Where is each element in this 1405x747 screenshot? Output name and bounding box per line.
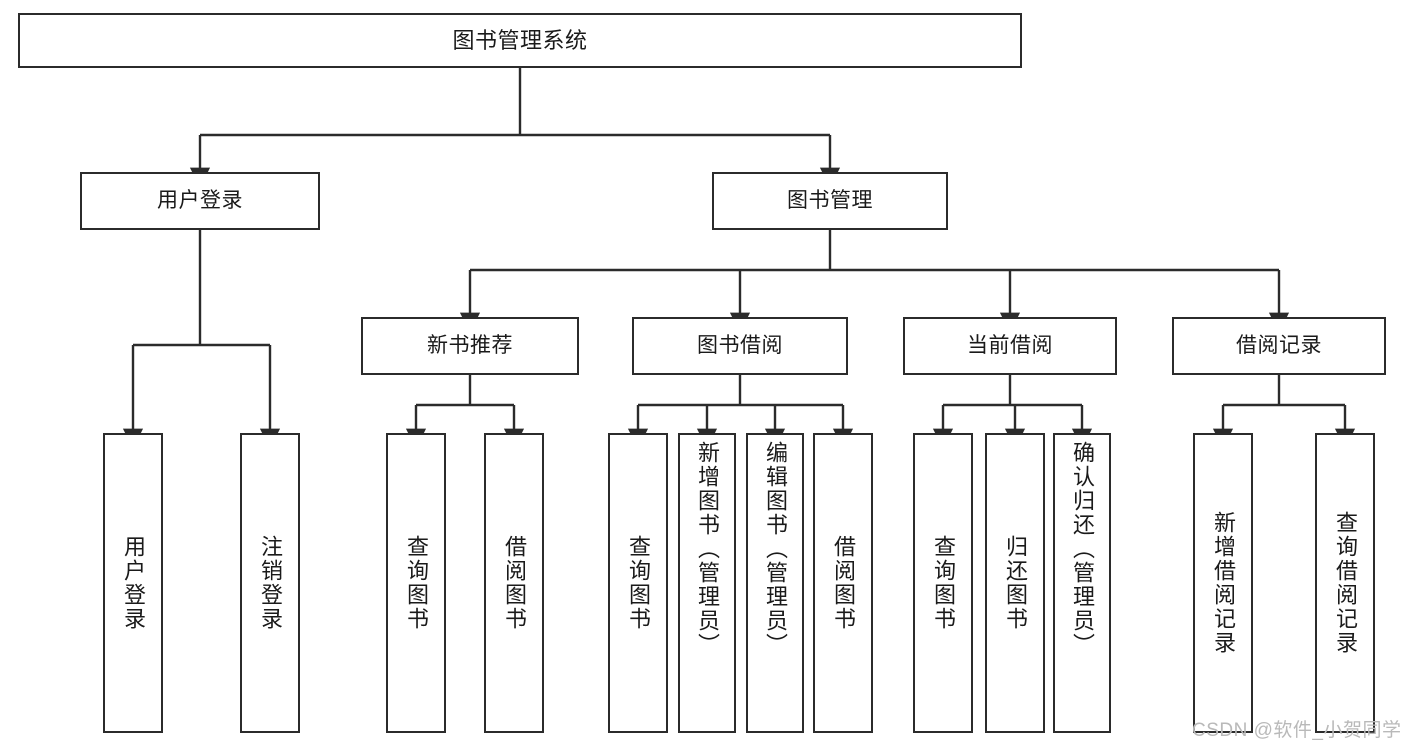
node-label: 注销登录 xyxy=(258,535,283,631)
node-leaf-user-logout: 注销登录 xyxy=(240,433,300,733)
node-leaf-query-book-3: 查询图书 xyxy=(913,433,973,733)
node-label: 查询图书 xyxy=(626,535,651,631)
node-label: 编辑图书（管理员） xyxy=(763,441,788,657)
node-user-login: 用户登录 xyxy=(80,172,320,230)
node-label: 借阅记录 xyxy=(1236,333,1322,357)
node-label: 图书管理系统 xyxy=(452,27,588,53)
node-leaf-user-login: 用户登录 xyxy=(103,433,163,733)
node-leaf-edit-book: 编辑图书（管理员） xyxy=(746,433,804,733)
edge-layer xyxy=(122,68,1356,449)
node-label: 新增借阅记录 xyxy=(1211,511,1236,655)
node-borrow-record: 借阅记录 xyxy=(1172,317,1386,375)
node-label: 借阅图书 xyxy=(831,535,856,631)
node-label: 借阅图书 xyxy=(502,535,527,631)
node-root: 图书管理系统 xyxy=(18,13,1022,68)
node-leaf-add-record: 新增借阅记录 xyxy=(1193,433,1253,733)
node-label: 用户登录 xyxy=(157,188,243,212)
node-leaf-borrow-book-2: 借阅图书 xyxy=(813,433,873,733)
node-label: 新书推荐 xyxy=(427,333,513,357)
node-leaf-return-book: 归还图书 xyxy=(985,433,1045,733)
node-leaf-query-record: 查询借阅记录 xyxy=(1315,433,1375,733)
node-leaf-confirm-ret: 确认归还（管理员） xyxy=(1053,433,1111,733)
node-current-borrow: 当前借阅 xyxy=(903,317,1117,375)
node-label: 查询借阅记录 xyxy=(1333,511,1358,655)
node-label: 确认归还（管理员） xyxy=(1070,441,1095,657)
node-book-manage: 图书管理 xyxy=(712,172,948,230)
node-label: 用户登录 xyxy=(121,535,146,631)
node-label: 图书借阅 xyxy=(697,333,783,357)
node-leaf-query-book-1: 查询图书 xyxy=(386,433,446,733)
node-leaf-borrow-book-1: 借阅图书 xyxy=(484,433,544,733)
node-book-borrow: 图书借阅 xyxy=(632,317,848,375)
node-label: 归还图书 xyxy=(1003,535,1028,631)
node-label: 查询图书 xyxy=(931,535,956,631)
node-label: 查询图书 xyxy=(404,535,429,631)
node-label: 当前借阅 xyxy=(967,333,1053,357)
node-label: 新增图书（管理员） xyxy=(695,441,720,657)
node-label: 图书管理 xyxy=(787,188,873,212)
node-new-book-rec: 新书推荐 xyxy=(361,317,579,375)
node-leaf-add-book: 新增图书（管理员） xyxy=(678,433,736,733)
node-leaf-query-book-2: 查询图书 xyxy=(608,433,668,733)
